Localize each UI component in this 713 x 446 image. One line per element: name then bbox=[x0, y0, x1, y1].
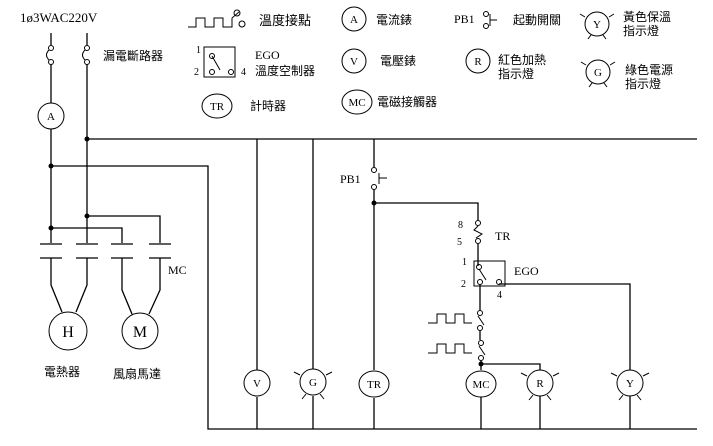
pb-label: PB1 bbox=[340, 172, 361, 186]
legend-red-desc-1: 紅色加熱 bbox=[498, 53, 546, 67]
legend-ego-pin-4: 4 bbox=[241, 67, 246, 78]
heater-symbol: H bbox=[62, 324, 74, 341]
temp-contact-2 bbox=[428, 340, 486, 361]
power-circuit: 1ø3WAC220V 漏電斷路器 A bbox=[20, 10, 697, 430]
tr-label: TR bbox=[495, 229, 510, 243]
lamp-v: V bbox=[243, 369, 271, 397]
lamp-g: G bbox=[293, 368, 333, 400]
lamp-y-symbol: Y bbox=[626, 378, 634, 390]
legend-voltmeter-symbol: V bbox=[350, 56, 358, 68]
ego-pin-1: 1 bbox=[462, 257, 467, 268]
legend-ammeter-symbol: A bbox=[350, 14, 358, 26]
ego-pin-4: 4 bbox=[497, 290, 502, 301]
heater: H bbox=[48, 311, 88, 351]
tr-pin-5: 5 bbox=[457, 237, 462, 248]
timer-contact bbox=[473, 220, 483, 244]
contactor-contacts bbox=[40, 243, 171, 259]
legend-green-desc-1: 綠色電源 bbox=[625, 63, 673, 77]
legend-ammeter: A 電流錶 bbox=[341, 6, 412, 32]
control-circuit: V G PB1 TR 8 5 bbox=[243, 139, 650, 429]
legend-green-desc-2: 指示燈 bbox=[625, 76, 661, 91]
legend-ego-desc: 溫度空制器 bbox=[255, 63, 315, 78]
ammeter-symbol: A bbox=[47, 111, 55, 123]
supply-label: 1ø3WAC220V bbox=[20, 10, 98, 25]
legend-temp-contact-label: 溫度接點 bbox=[259, 13, 311, 28]
tr-pin-8: 8 bbox=[458, 220, 463, 231]
lamp-tr-symbol: TR bbox=[367, 379, 382, 391]
lamp-g-symbol: G bbox=[309, 377, 317, 389]
legend-pushbutton: PB1 起動開關 bbox=[454, 11, 561, 29]
legend-contactor-symbol: MC bbox=[348, 97, 365, 109]
legend-contactor-desc: 電磁接觸器 bbox=[377, 94, 437, 109]
breaker-label: 漏電斷路器 bbox=[103, 48, 163, 63]
lamp-mc-symbol: MC bbox=[472, 379, 489, 391]
legend-ego-title: EGO bbox=[255, 48, 280, 62]
legend-ego-pin-1: 1 bbox=[196, 45, 201, 56]
ego-controller bbox=[473, 260, 506, 287]
contactor-label: MC bbox=[168, 263, 187, 277]
ego-label: EGO bbox=[514, 264, 539, 278]
motor-label: 風扇馬達 bbox=[113, 366, 161, 381]
legend-red-symbol: R bbox=[474, 56, 482, 68]
ammeter: A bbox=[37, 102, 65, 130]
legend-yellow-desc-1: 黃色保溫 bbox=[623, 10, 671, 24]
legend-yellow-lamp: Y 黃色保溫 指示燈 bbox=[579, 10, 671, 40]
ego-pin-2: 2 bbox=[461, 279, 466, 290]
legend-red-lamp: R 紅色加熱 指示燈 bbox=[465, 48, 546, 81]
legend-voltmeter-desc: 電壓錶 bbox=[380, 53, 416, 68]
pushbutton-pb1 bbox=[371, 167, 387, 190]
legend-red-desc-2: 指示燈 bbox=[498, 66, 534, 81]
legend-timer-desc: 計時器 bbox=[250, 98, 286, 113]
lamp-tr: TR bbox=[358, 370, 390, 398]
legend-yellow-desc-2: 指示燈 bbox=[623, 23, 659, 38]
fan-motor: M bbox=[121, 312, 159, 350]
lamp-r: R bbox=[520, 369, 560, 401]
legend-timer: TR 計時器 bbox=[201, 93, 286, 119]
legend-pb-label: PB1 bbox=[454, 12, 475, 26]
lamp-mc: MC bbox=[465, 370, 497, 398]
legend-ego-pin-2: 2 bbox=[194, 67, 199, 78]
lamp-y: Y bbox=[610, 369, 650, 401]
legend-temp-contact: 溫度接點 bbox=[188, 9, 311, 28]
lamp-r-symbol: R bbox=[536, 378, 544, 390]
heater-label: 電熱器 bbox=[44, 365, 80, 379]
temp-contact-1 bbox=[428, 310, 485, 331]
legend-contactor: MC 電磁接觸器 bbox=[341, 89, 437, 115]
legend: 溫度接點 1 2 4 EGO 溫度空制器 TR 計時器 A 電流錶 bbox=[188, 6, 673, 119]
legend-green-lamp: G 綠色電源 指示燈 bbox=[580, 59, 673, 91]
lamp-v-symbol: V bbox=[253, 378, 261, 390]
legend-timer-symbol: TR bbox=[210, 101, 225, 113]
motor-symbol: M bbox=[133, 324, 147, 341]
legend-yellow-symbol: Y bbox=[593, 19, 601, 31]
legend-pb-desc: 起動開關 bbox=[513, 13, 561, 27]
legend-ego: 1 2 4 EGO 溫度空制器 bbox=[194, 45, 315, 78]
legend-voltmeter: V 電壓錶 bbox=[341, 48, 416, 74]
legend-ammeter-desc: 電流錶 bbox=[376, 12, 412, 27]
legend-green-symbol: G bbox=[594, 67, 602, 79]
